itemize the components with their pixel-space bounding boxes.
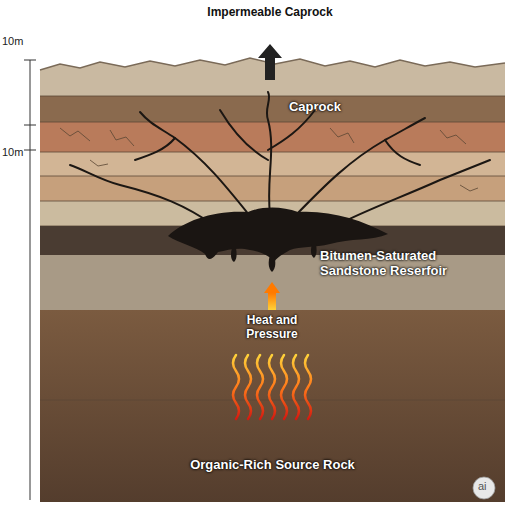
strata-band: Caprock xyxy=(40,96,505,122)
surface-cracks xyxy=(60,128,478,191)
scale-tick xyxy=(24,150,36,151)
surface-layer xyxy=(40,58,505,96)
scale-label: 10m xyxy=(2,35,23,47)
band-label: Organic-Rich Source Rock xyxy=(120,458,425,473)
heat-waves xyxy=(233,355,311,419)
scale-label: 10m xyxy=(2,146,23,158)
arrow-head xyxy=(264,282,280,293)
band-label: Caprock xyxy=(200,100,430,115)
rock-layer xyxy=(40,201,505,226)
rock-layer xyxy=(40,122,505,152)
layer-boundaries xyxy=(40,96,505,400)
watermark: ai xyxy=(478,480,487,492)
band-label: Bitumen-Saturated Sandstone Reserfoir xyxy=(320,249,470,279)
heat-arrow xyxy=(264,282,280,310)
gravel-layer xyxy=(40,282,505,310)
edge-label: Heat and Pressure xyxy=(222,314,322,342)
scale-tick xyxy=(24,125,36,126)
rock-layer xyxy=(40,152,505,176)
up-arrow xyxy=(258,44,282,80)
arrow-shaft xyxy=(268,293,276,310)
strata-band: Bitumen-Saturated Sandstone Reserfoir xyxy=(40,226,505,282)
scale-tick xyxy=(24,60,36,61)
fracture-lines xyxy=(70,92,490,226)
source-layer xyxy=(40,310,505,502)
rock-layer xyxy=(40,96,505,122)
watermark-badge xyxy=(473,477,495,499)
rock-layer xyxy=(40,176,505,201)
scale-axis xyxy=(30,60,31,500)
surface-ridge xyxy=(40,58,505,70)
diagram-title: Impermeable Caprock xyxy=(170,6,370,20)
